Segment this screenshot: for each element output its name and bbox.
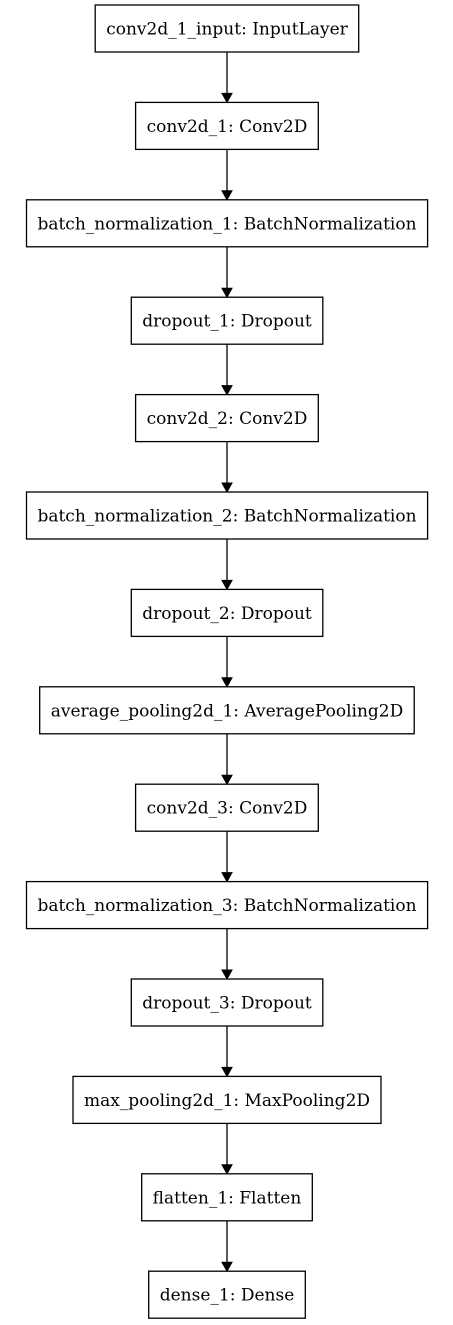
edge-arrow xyxy=(221,831,233,883)
edge-arrow xyxy=(221,539,233,591)
edge-arrow xyxy=(221,441,233,494)
arrowhead-icon xyxy=(221,385,233,396)
edge-arrow xyxy=(221,928,233,981)
edge-arrow xyxy=(221,52,233,104)
arrowhead-icon xyxy=(221,774,233,786)
layer-label: conv2d_2: Conv2D xyxy=(147,409,308,429)
layer-label: flatten_1: Flatten xyxy=(153,1188,302,1208)
layer-node-batch-normalization-3: batch_normalization_3: BatchNormalizatio… xyxy=(25,880,429,930)
layer-label: average_pooling2d_1: AveragePooling2D xyxy=(51,701,404,721)
edge-arrow xyxy=(221,246,233,299)
layer-label: conv2d_1: Conv2D xyxy=(147,117,308,137)
layer-label: batch_normalization_1: BatchNormalizatio… xyxy=(37,214,416,234)
arrowhead-icon xyxy=(221,969,233,981)
arrowhead-icon xyxy=(221,287,233,299)
layer-label: batch_normalization_2: BatchNormalizatio… xyxy=(37,507,416,527)
layer-node-conv2d-2: conv2d_2: Conv2D xyxy=(134,393,319,443)
edge-arrow xyxy=(221,733,233,786)
layer-label: dense_1: Dense xyxy=(160,1286,295,1306)
layer-box xyxy=(130,978,324,1027)
layer-node-dropout-2: dropout_2: Dropout xyxy=(130,588,324,638)
layer-box xyxy=(25,199,429,248)
arrowhead-icon xyxy=(221,190,233,201)
layer-box xyxy=(141,1173,313,1222)
arrowhead-icon xyxy=(221,1066,233,1078)
layer-label: dropout_1: Dropout xyxy=(142,312,312,332)
layer-node-batch-normalization-2: batch_normalization_2: BatchNormalizatio… xyxy=(25,491,429,540)
arrowhead-icon xyxy=(221,1164,233,1175)
arrowhead-icon xyxy=(221,92,233,104)
layer-box xyxy=(134,783,319,832)
layer-node-batch-normalization-1: batch_normalization_1: BatchNormalizatio… xyxy=(25,199,429,248)
layer-box xyxy=(134,393,319,443)
layer-label: max_pooling2d_1: MaxPooling2D xyxy=(84,1091,370,1111)
edges-layer xyxy=(221,52,233,1273)
edge-arrow xyxy=(221,149,233,201)
layer-node-max-pooling2d-1: max_pooling2d_1: MaxPooling2D xyxy=(72,1075,382,1125)
layer-box xyxy=(130,296,324,345)
edge-arrow xyxy=(221,1026,233,1078)
arrowhead-icon xyxy=(221,677,233,688)
arrowhead-icon xyxy=(221,872,233,883)
layer-box xyxy=(39,686,415,735)
layer-label: conv2d_3: Conv2D xyxy=(147,799,308,819)
layer-label: dropout_2: Dropout xyxy=(142,604,312,624)
nodes-layer: conv2d_1_input: InputLayer conv2d_1: Conv… xyxy=(25,4,429,1319)
arrowhead-icon xyxy=(221,579,233,591)
layer-box xyxy=(130,588,324,638)
layer-box xyxy=(72,1075,382,1125)
layer-box xyxy=(94,4,360,53)
layer-label: dropout_3: Dropout xyxy=(142,994,312,1014)
edge-arrow xyxy=(221,1220,233,1273)
layer-box xyxy=(25,880,429,930)
edge-arrow xyxy=(221,1123,233,1175)
arrowhead-icon xyxy=(221,1261,233,1273)
layer-box xyxy=(134,101,319,151)
layer-box xyxy=(148,1270,306,1319)
layer-node-dropout-1: dropout_1: Dropout xyxy=(130,296,324,345)
layer-node-flatten-1: flatten_1: Flatten xyxy=(141,1173,313,1222)
edge-arrow xyxy=(221,344,233,396)
layer-node-conv2d-1-input: conv2d_1_input: InputLayer xyxy=(94,4,360,53)
layer-node-dense-1: dense_1: Dense xyxy=(148,1270,306,1319)
layer-node-dropout-3: dropout_3: Dropout xyxy=(130,978,324,1027)
edge-arrow xyxy=(221,636,233,688)
layer-node-average-pooling2d-1: average_pooling2d_1: AveragePooling2D xyxy=(39,686,415,735)
arrowhead-icon xyxy=(221,482,233,494)
layer-label: batch_normalization_3: BatchNormalizatio… xyxy=(37,896,416,916)
layer-node-conv2d-3: conv2d_3: Conv2D xyxy=(134,783,319,832)
layer-node-conv2d-1: conv2d_1: Conv2D xyxy=(134,101,319,151)
layer-label: conv2d_1_input: InputLayer xyxy=(106,20,348,40)
layer-box xyxy=(25,491,429,540)
